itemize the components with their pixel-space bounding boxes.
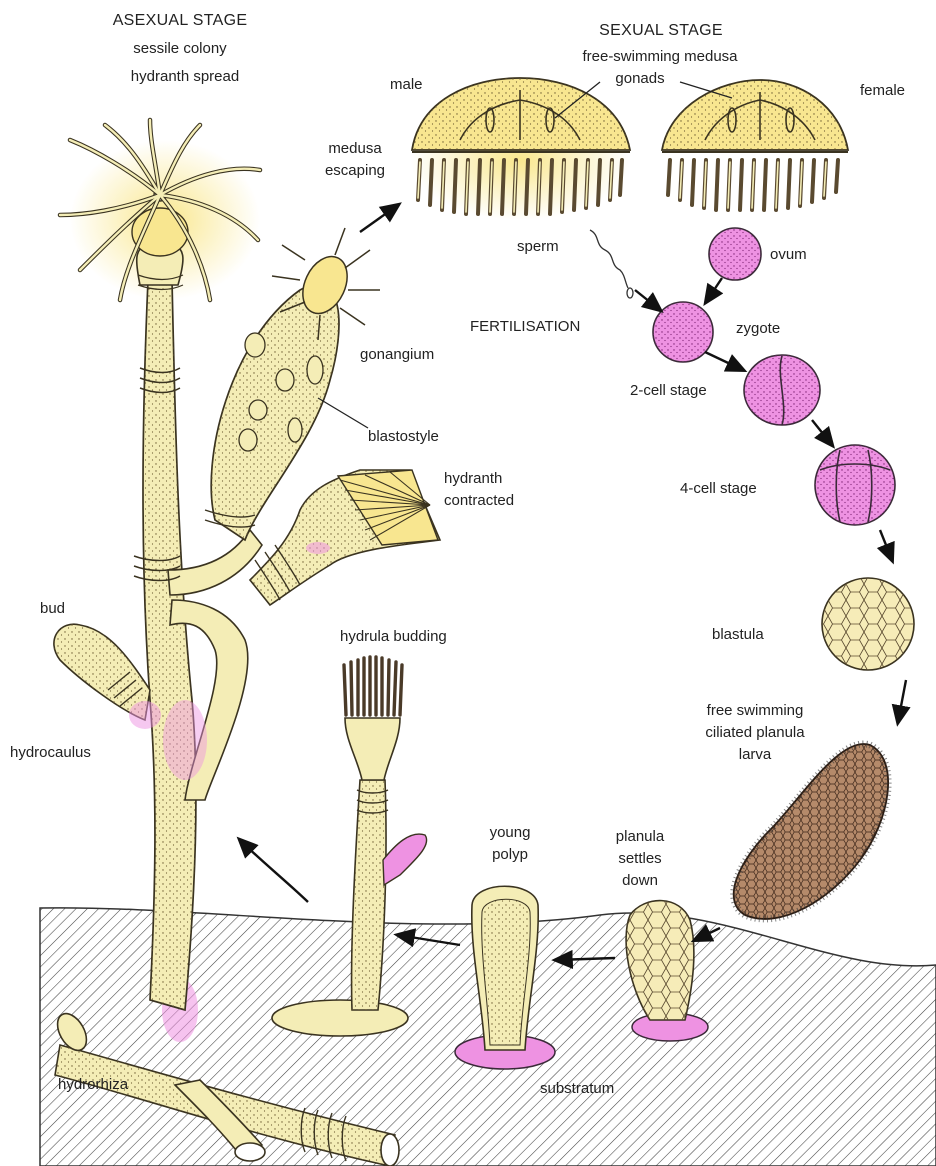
- sexual-stage-title: SEXUAL STAGE: [596, 20, 726, 41]
- medusa-escaping-label-1: medusa: [310, 138, 400, 159]
- blastula-label: blastula: [712, 624, 764, 645]
- sperm-label: sperm: [517, 236, 559, 257]
- hydrorhiza-label: hydrorhiza: [58, 1074, 128, 1095]
- fertilisation-label: FERTILISATION: [470, 316, 580, 337]
- two-cell-embryo: [744, 355, 820, 425]
- hydrocaulus-label: hydrocaulus: [10, 742, 91, 763]
- asexual-subtitle-hydranth: hydranth spread: [110, 66, 260, 87]
- planula-settles-label-1: planula: [600, 826, 680, 847]
- gonangium-label: gonangium: [360, 344, 434, 365]
- sexual-subtitle: free-swimming medusa: [575, 46, 745, 67]
- four-cell-label: 4-cell stage: [680, 478, 757, 499]
- planula-larva-label-1: free swimming: [670, 700, 840, 721]
- ovum-label: ovum: [770, 244, 807, 265]
- arrow-icon: [635, 290, 660, 310]
- blastula: [822, 578, 914, 670]
- bud-branch: [54, 624, 161, 729]
- blastostyle-pointer: [318, 398, 368, 428]
- planula-larva-label-2: ciliated planula: [670, 722, 840, 743]
- arrow-icon: [240, 840, 308, 902]
- hydranth-contracted-label-2: contracted: [444, 490, 514, 511]
- young-polyp-label-1: young: [470, 822, 550, 843]
- substratum-label: substratum: [540, 1078, 614, 1099]
- young-polyp-label-2: polyp: [470, 844, 550, 865]
- four-cell-embryo: [815, 445, 895, 525]
- asexual-subtitle-colony: sessile colony: [110, 38, 250, 59]
- planula-larva-label-3: larva: [670, 744, 840, 765]
- hydrula-budding-label: hydrula budding: [340, 626, 447, 647]
- zygote-label: zygote: [736, 318, 780, 339]
- hydranth-contracted-label-1: hydranth: [444, 468, 502, 489]
- bud-label: bud: [40, 598, 65, 619]
- medusa-female: [662, 80, 848, 210]
- female-label: female: [860, 80, 905, 101]
- hydranth-contracted: [250, 470, 440, 605]
- sperm-cell: [590, 230, 633, 298]
- arrow-icon: [812, 420, 832, 445]
- arrow-icon: [898, 680, 906, 722]
- arrow-icon: [880, 530, 892, 560]
- two-cell-label: 2-cell stage: [630, 380, 707, 401]
- male-label: male: [390, 74, 423, 95]
- medusa-escaping-label-2: escaping: [305, 160, 405, 181]
- planula-settles-label-2: settles: [600, 848, 680, 869]
- planula-larva: [734, 744, 888, 919]
- arrow-icon: [360, 205, 398, 232]
- arrow-icon: [705, 352, 743, 370]
- blastostyle-label: blastostyle: [368, 426, 439, 447]
- asexual-stage-title: ASEXUAL STAGE: [110, 10, 250, 31]
- gonads-label: gonads: [600, 68, 680, 89]
- planula-settles-label-3: down: [600, 870, 680, 891]
- arrow-icon: [706, 278, 722, 302]
